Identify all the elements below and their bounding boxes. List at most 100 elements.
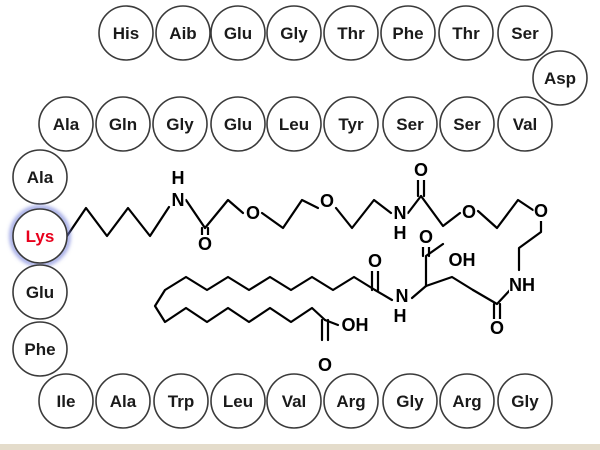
nh-right: NH — [509, 275, 535, 295]
atom-backdrop — [449, 251, 475, 270]
residue-circle — [12, 149, 68, 205]
residue-label: Ile — [57, 392, 76, 411]
residue-glu: Glu — [12, 264, 68, 320]
atom-backdrop — [342, 316, 368, 335]
residue-label: Gly — [511, 392, 539, 411]
atom-backdrop — [392, 204, 408, 223]
residue-gly: Gly — [266, 5, 322, 61]
residue-circle — [210, 5, 266, 61]
residue-label: Phe — [392, 24, 423, 43]
amide-n-3: N — [396, 286, 409, 306]
fatty-diacid-chain — [153, 275, 377, 324]
acid-oh-top: OH — [449, 250, 476, 270]
residue-phe: Phe — [380, 5, 436, 61]
residue-leu: Leu — [266, 96, 322, 152]
residue-tyr: Tyr — [323, 96, 379, 152]
residue-lys-modified: Lys — [10, 206, 70, 266]
residue-label: Trp — [168, 392, 194, 411]
residue-thr: Thr — [323, 5, 379, 61]
residue-circle — [95, 96, 151, 152]
residue-circle — [323, 96, 379, 152]
residue-label: Tyr — [338, 115, 364, 134]
residue-circle — [266, 96, 322, 152]
atom-backdrop — [392, 307, 408, 326]
residue-circle — [323, 5, 379, 61]
amide-o-2: O — [414, 160, 428, 180]
residue-circle — [266, 373, 322, 429]
linker-chain-1 — [203, 198, 245, 230]
residue-ala: Ala — [12, 149, 68, 205]
residue-circle — [210, 373, 266, 429]
residue-circle — [439, 96, 495, 152]
amide-o-fatty: O — [368, 251, 382, 271]
amide-h-1: H — [172, 168, 185, 188]
residue-circle — [382, 373, 438, 429]
atom-backdrop — [319, 192, 335, 211]
acid-oh-bottom: OH — [342, 315, 369, 335]
amide-bond-2 — [406, 194, 423, 215]
residue-aib: Aib — [155, 5, 211, 61]
amide-o-1: O — [198, 234, 212, 254]
residue-glu: Glu — [210, 96, 266, 152]
residue-label: Gly — [166, 115, 194, 134]
residue-gly: Gly — [497, 373, 553, 429]
linker-chain-2 — [419, 194, 462, 228]
residue-circle — [382, 96, 438, 152]
residue-label: Lys — [26, 227, 55, 246]
alpha-nh-bond — [410, 284, 428, 300]
residue-thr: Thr — [438, 5, 494, 61]
amide-h-3: H — [394, 306, 407, 326]
amide-bond-1 — [184, 198, 207, 230]
ether-o-4: O — [534, 201, 548, 221]
atom-backdrop — [317, 356, 333, 375]
peg-chain-1 — [260, 198, 320, 230]
atom-backdrop — [392, 224, 408, 243]
side-chain-bonds — [65, 176, 543, 342]
residue-glu: Glu — [210, 5, 266, 61]
residue-label: Ala — [110, 392, 137, 411]
residue-ser: Ser — [439, 96, 495, 152]
atom-backdrop — [489, 319, 505, 338]
atom-backdrop — [367, 252, 383, 271]
acid-o-bottom: O — [318, 355, 332, 375]
atom-backdrop — [245, 204, 261, 223]
residue-circle — [12, 208, 68, 264]
residue-circle — [532, 50, 588, 106]
residue-leu: Leu — [210, 373, 266, 429]
residue-label: Gln — [109, 115, 137, 134]
residue-circle — [380, 5, 436, 61]
residue-ala: Ala — [38, 96, 94, 152]
gamma-glu-link — [471, 288, 512, 306]
residue-ser: Ser — [382, 96, 438, 152]
residue-label: Ser — [396, 115, 424, 134]
residue-circle — [155, 5, 211, 61]
residue-asp: Asp — [532, 50, 588, 106]
residue-circle — [38, 96, 94, 152]
residue-trp: Trp — [153, 373, 209, 429]
residue-label: Gly — [396, 392, 424, 411]
acid-chain — [424, 242, 445, 288]
glu-chain — [424, 275, 475, 292]
peg-chain-2 — [334, 198, 393, 230]
lys-side-chain — [65, 205, 171, 238]
residue-circle — [438, 5, 494, 61]
peg-chain-3 — [476, 198, 535, 230]
frame-bottom-border — [0, 444, 600, 450]
residue-circle — [497, 96, 553, 152]
amide-n-2: N — [394, 203, 407, 223]
residue-circle — [323, 373, 379, 429]
residue-circle — [95, 373, 151, 429]
residue-val: Val — [266, 373, 322, 429]
atom-backdrop — [533, 202, 549, 221]
atom-backdrop — [509, 276, 535, 295]
residue-val: Val — [497, 96, 553, 152]
residue-circle — [12, 264, 68, 320]
residue-label: Gly — [280, 24, 308, 43]
atom-backdrop — [170, 169, 186, 188]
acid-o-top: O — [419, 227, 433, 247]
residue-phe: Phe — [12, 321, 68, 377]
atom-backdrop — [418, 228, 434, 247]
atom-backdrop — [197, 235, 213, 254]
ether-o-1: O — [246, 203, 260, 223]
